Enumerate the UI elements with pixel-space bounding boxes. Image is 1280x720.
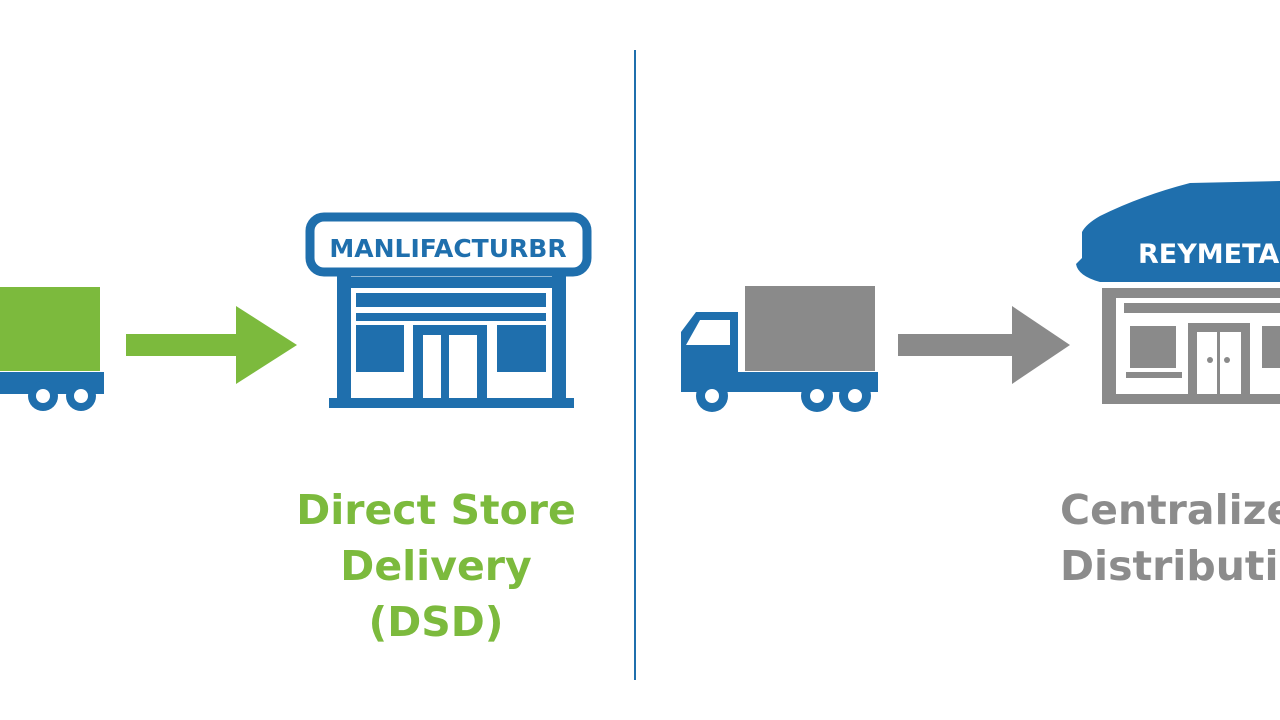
gray-arrow-head [1012,306,1070,384]
blue-truck-icon [681,286,878,412]
retail-roof [1076,181,1280,282]
retail-door-handle-right [1224,357,1230,363]
retail-door-handle-left [1207,357,1213,363]
retail-door-frame-left [1188,323,1197,404]
retail-awning-bar [1124,303,1280,313]
manufacturer-awning-top [337,277,566,288]
cd-label-line-2: Distribution [1060,542,1280,590]
dsd-label-line-1: Direct Store [296,486,576,534]
green-arrow-icon [126,306,297,384]
retail-door-frame-right [1241,323,1250,404]
manufacturer-post-left [337,271,351,408]
blue-truck-windshield [686,320,730,345]
manufacturer-sign-board [305,212,592,277]
blue-truck-hub-front [705,389,719,403]
green-truck-icon [0,287,104,411]
manufacturer-door-frame-left [413,325,423,408]
retail-store-icon: REYMETAL [1076,181,1280,404]
dsd-label-line-3: (DSD) [368,598,504,646]
green-arrow-shaft [126,334,240,356]
manufacturer-sign-text: MANLIFACTURBR [329,234,566,263]
blue-truck-hub-mid [810,389,824,403]
manufacturer-window-left [356,325,404,372]
manufacturer-base [329,398,574,408]
retail-base [1102,394,1280,404]
green-truck-cargo [0,287,100,371]
retail-awning-top [1102,288,1280,298]
retail-door-frame-top [1188,323,1250,332]
retail-door-divider [1217,332,1220,404]
retail-window-right [1262,326,1280,368]
retail-post-left [1102,288,1116,404]
green-truck-hub-rear [74,389,88,403]
gray-arrow-shaft [898,334,1016,356]
manufacturer-frame-bar [356,313,546,321]
retail-sign-text: REYMETAL [1138,239,1280,270]
green-truck-hub-front [36,389,50,403]
gray-arrow-icon [898,306,1070,384]
blue-truck-cargo [745,286,875,371]
dsd-label: Direct Store Delivery (DSD) [268,482,604,650]
blue-truck-hub-rear [848,389,862,403]
manufacturer-window-right [497,325,546,372]
manufacturer-door-frame-right [477,325,487,408]
retail-window-sill [1126,372,1182,378]
cd-label-line-1: Centralized [1060,486,1280,534]
retail-window-left [1130,326,1176,368]
centralized-distribution-label: Centralized Distribution [1060,482,1280,594]
dsd-label-line-2: Delivery [340,542,532,590]
manufacturer-awning-bar [356,293,546,307]
manufacturer-door-frame-top [413,325,487,335]
manufacturer-store-icon: MANLIFACTURBR [305,212,592,408]
green-arrow-head [236,306,297,384]
manufacturer-door-divider [441,335,449,408]
manufacturer-post-right [552,271,566,408]
